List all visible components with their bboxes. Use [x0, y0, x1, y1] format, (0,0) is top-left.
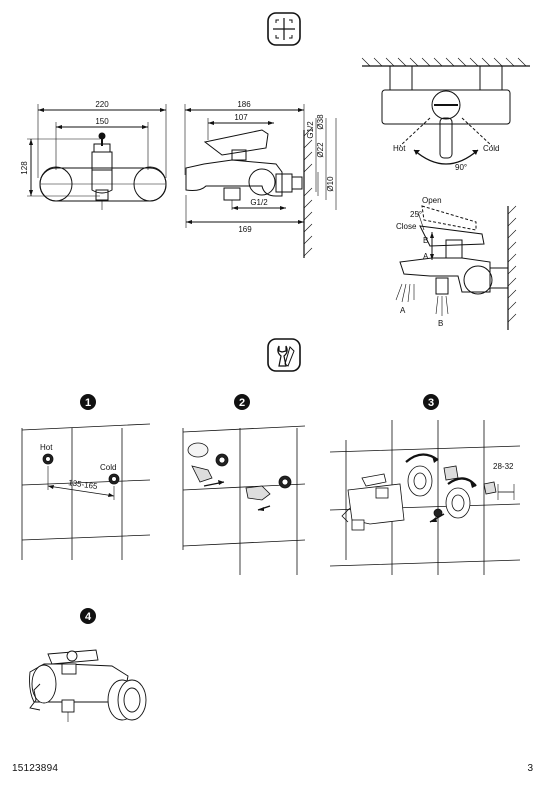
step-3-drawing: [329, 420, 521, 575]
diverter-close-label: Close: [396, 222, 417, 231]
step-3-number: 3: [428, 397, 434, 409]
dim-107: 107: [234, 113, 248, 122]
technical-drawing-icon: [267, 12, 301, 46]
step-2-drawing: [182, 425, 306, 575]
step-4-number: 4: [85, 611, 92, 623]
diverter-a-bottom: A: [400, 306, 406, 315]
step-2-number: 2: [239, 397, 245, 409]
step-1-hot-label: Hot: [40, 443, 53, 452]
step-1-number: 1: [85, 397, 91, 409]
step-badges: [80, 394, 439, 624]
lever-operation-diagram: [361, 57, 530, 165]
dim-d10: Ø10: [326, 176, 335, 192]
diverter-a-top: A: [423, 252, 429, 261]
step-1-cold-label: Cold: [100, 463, 116, 472]
dim-220: 220: [95, 100, 109, 109]
dim-g12-bottom: G1/2: [250, 198, 268, 207]
side-view-drawing: [184, 104, 337, 258]
dim-186: 186: [237, 100, 251, 109]
diverter-b-top: B: [423, 236, 428, 245]
step-4-drawing: [29, 649, 147, 722]
product-code: 15123894: [12, 763, 59, 774]
lever-hot-label: Hot: [393, 144, 406, 153]
step-3-depth-label: 28-32: [493, 462, 514, 471]
diverter-open-label: Open: [422, 196, 442, 205]
dim-150: 150: [95, 117, 109, 126]
lever-angle-label: 90°: [455, 163, 467, 172]
dim-128: 128: [20, 161, 29, 175]
page-number: 3: [527, 763, 533, 774]
dim-169: 169: [238, 225, 252, 234]
diverter-b-bottom: B: [438, 319, 443, 328]
diverter-operation-diagram: [395, 205, 517, 330]
step-1-drawing: [21, 423, 151, 560]
dim-g12-pipe: G1/2: [306, 121, 315, 139]
lever-cold-label: Cold: [483, 144, 499, 153]
installation-wrench-icon: [267, 338, 301, 372]
step-1-spacing-label: 135-165: [68, 478, 99, 491]
dim-d38: Ø38: [316, 114, 325, 130]
front-view-drawing: [27, 104, 167, 210]
dim-d22: Ø22: [316, 142, 325, 158]
diverter-angle-label: 25°: [410, 210, 422, 219]
